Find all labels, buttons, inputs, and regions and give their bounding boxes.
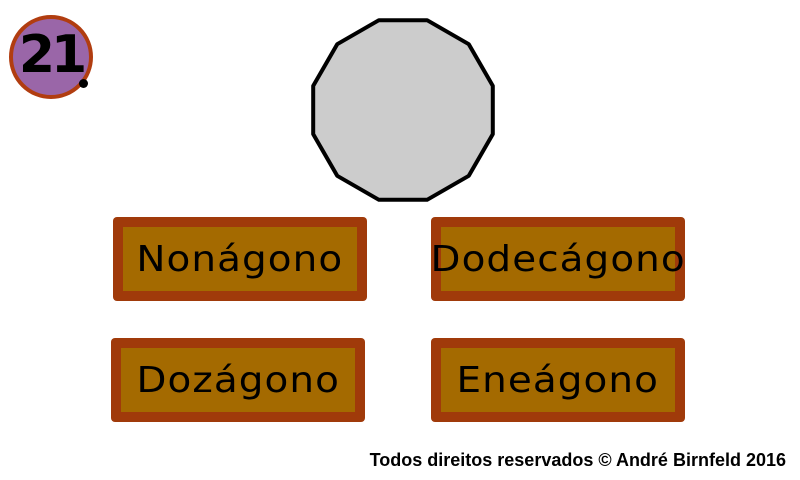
answer-button-face: Nonágono xyxy=(123,227,357,291)
question-number-badge: 21 xyxy=(9,15,93,99)
answer-label: Dodecágono xyxy=(430,238,686,280)
answer-label: Eneágono xyxy=(456,359,660,401)
answer-button-dozagono[interactable]: Dozágono xyxy=(111,338,365,422)
answer-button-eneagono[interactable]: Eneágono xyxy=(431,338,685,422)
answer-button-face: Dodecágono xyxy=(430,227,685,291)
question-number-dot xyxy=(79,79,88,88)
answer-button-dodecagono[interactable]: Dodecágono xyxy=(430,217,685,301)
answer-button-face: Dozágono xyxy=(121,348,355,412)
answer-label: Dozágono xyxy=(136,359,340,401)
answer-button-nonagono[interactable]: Nonágono xyxy=(113,217,367,301)
copyright-notice: Todos direitos reservados © André Birnfe… xyxy=(369,450,786,470)
answer-button-face: Eneágono xyxy=(441,348,675,412)
dodecagon-shape xyxy=(311,18,495,202)
answer-label: Nonágono xyxy=(136,238,344,280)
question-number: 21 xyxy=(18,25,87,85)
